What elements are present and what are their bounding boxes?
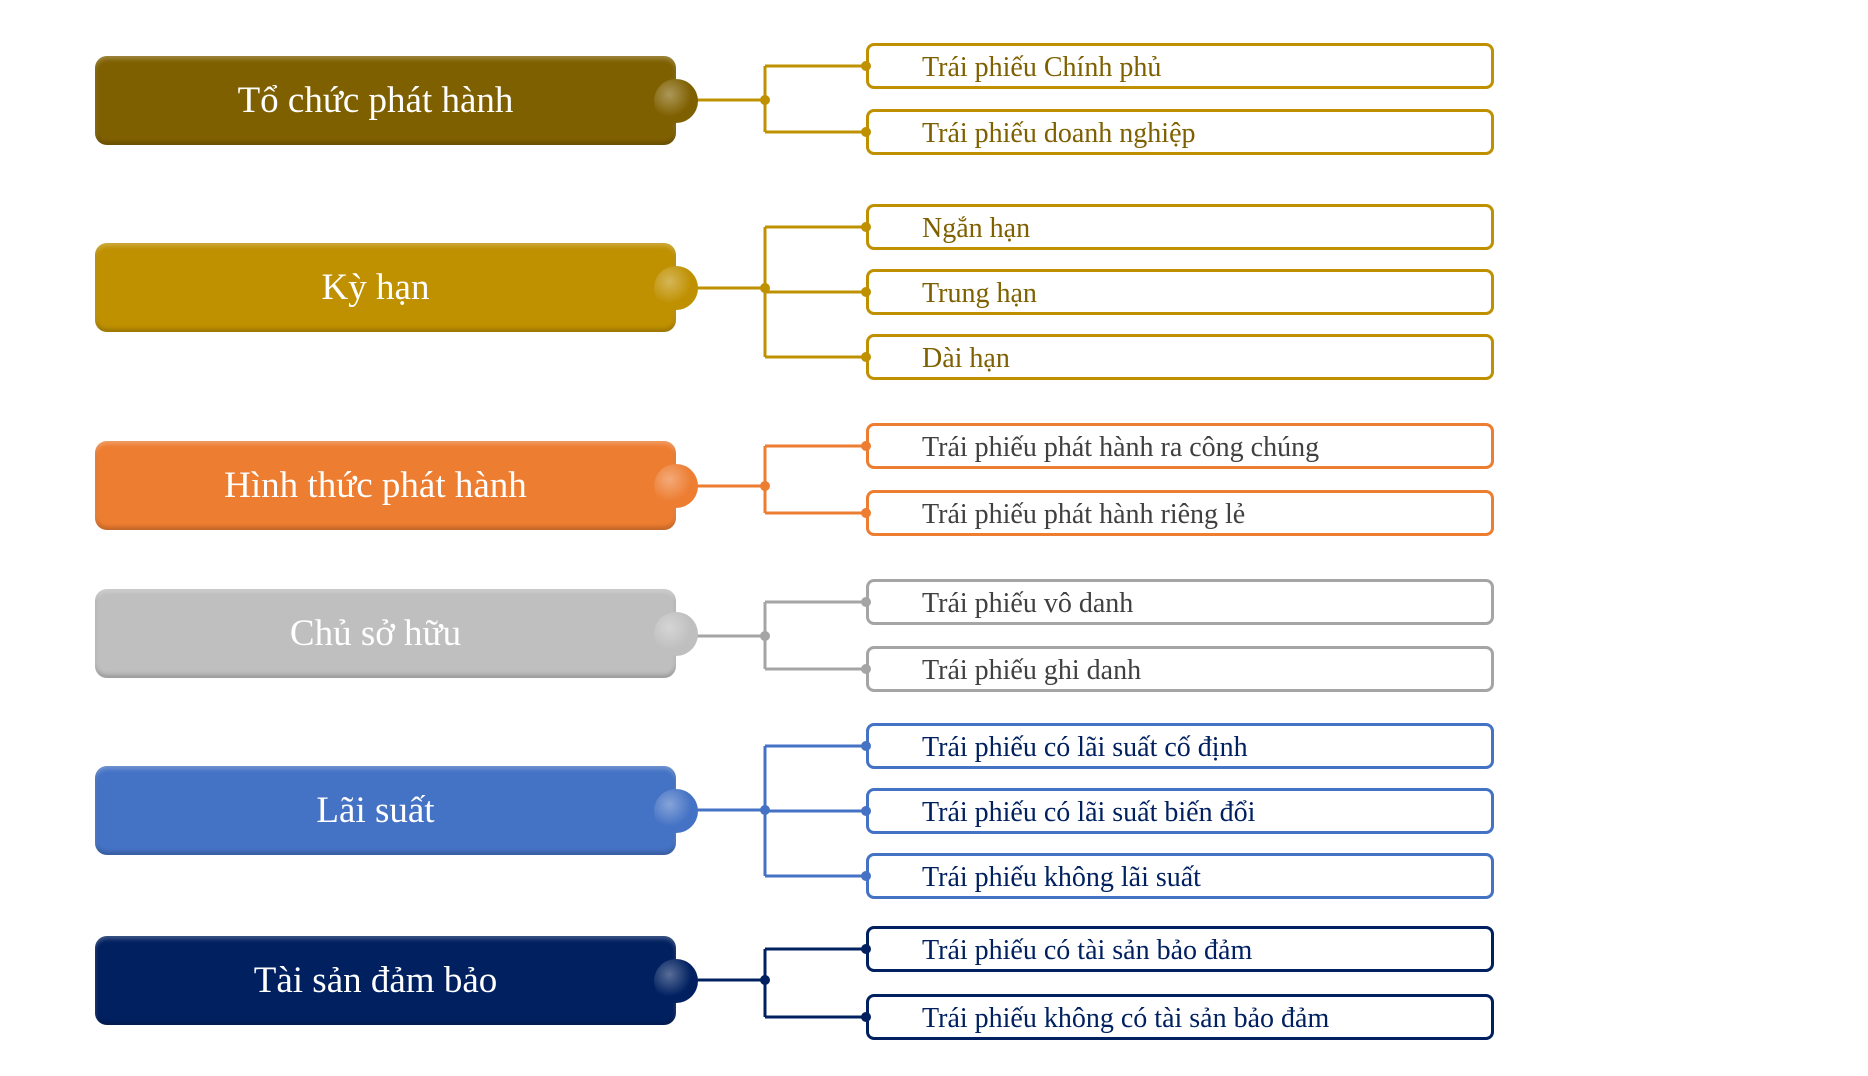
connector-knob <box>654 463 698 508</box>
leaf-dot <box>861 508 871 518</box>
subcategory-label: Trái phiếu có lãi suất cố định <box>922 732 1248 763</box>
category-label: Lãi suất <box>316 790 435 831</box>
subcategory-label: Trái phiếu có tài sản bảo đảm <box>922 935 1253 966</box>
junction-dot <box>760 975 770 985</box>
leaf-dot <box>861 127 871 137</box>
subcategory-node: Trung hạn <box>866 269 1494 315</box>
junction-dot <box>760 95 770 105</box>
leaf-dot <box>861 597 871 607</box>
leaf-dot <box>861 441 871 451</box>
leaf-dot <box>861 741 871 751</box>
leaf-dot <box>861 287 871 297</box>
connector-knob <box>654 265 698 310</box>
category-label: Hình thức phát hành <box>224 465 527 506</box>
subcategory-label: Trái phiếu vô danh <box>922 588 1134 619</box>
category-node: Lãi suất <box>95 766 698 855</box>
category-label: Chủ sở hữu <box>289 613 462 654</box>
connector-knob <box>654 78 698 123</box>
subcategory-label: Trái phiếu không lãi suất <box>922 862 1201 893</box>
subcategory-node: Trái phiếu không lãi suất <box>866 853 1494 899</box>
connector-knob <box>654 611 698 656</box>
category-label: Kỳ hạn <box>321 267 430 308</box>
category-label: Tổ chức phát hành <box>237 80 514 121</box>
junction-dot <box>760 631 770 641</box>
subcategory-label: Trái phiếu phát hành ra công chúng <box>922 432 1320 463</box>
connector-knob <box>654 788 698 833</box>
subcategory-label: Dài hạn <box>922 343 1010 374</box>
subcategory-node: Trái phiếu Chính phủ <box>866 43 1494 89</box>
subcategory-node: Trái phiếu ghi danh <box>866 646 1494 692</box>
subcategory-label: Trái phiếu không có tài sản bảo đảm <box>922 1003 1330 1034</box>
leaf-dot <box>861 806 871 816</box>
leaf-dot <box>861 664 871 674</box>
subcategory-label: Trái phiếu Chính phủ <box>922 52 1162 83</box>
leaf-dot <box>861 1012 871 1022</box>
subcategory-node: Trái phiếu phát hành ra công chúng <box>866 423 1494 469</box>
leaf-dot <box>861 352 871 362</box>
leaf-dot <box>861 871 871 881</box>
subcategory-node: Trái phiếu doanh nghiệp <box>866 109 1494 155</box>
connector-knob <box>654 958 698 1003</box>
subcategory-node: Dài hạn <box>866 334 1494 380</box>
category-node: Chủ sở hữu <box>95 589 698 678</box>
leaf-dot <box>861 222 871 232</box>
subcategory-label: Trái phiếu có lãi suất biến đổi <box>922 797 1256 828</box>
subcategory-label: Trái phiếu doanh nghiệp <box>922 118 1196 149</box>
subcategory-node: Trái phiếu không có tài sản bảo đảm <box>866 994 1494 1040</box>
subcategory-node: Ngắn hạn <box>866 204 1494 250</box>
junction-dot <box>760 481 770 491</box>
subcategory-node: Trái phiếu có lãi suất cố định <box>866 723 1494 769</box>
subcategory-label: Trái phiếu ghi danh <box>922 655 1142 686</box>
subcategory-node: Trái phiếu phát hành riêng lẻ <box>866 490 1494 536</box>
subcategory-node: Trái phiếu vô danh <box>866 579 1494 625</box>
subcategory-node: Trái phiếu có lãi suất biến đổi <box>866 788 1494 834</box>
category-label: Tài sản đảm bảo <box>253 960 498 1001</box>
category-node: Tài sản đảm bảo <box>95 936 698 1025</box>
subcategory-label: Ngắn hạn <box>922 213 1031 244</box>
subcategory-label: Trái phiếu phát hành riêng lẻ <box>922 499 1246 530</box>
category-node: Tổ chức phát hành <box>95 56 698 145</box>
leaf-dot <box>861 61 871 71</box>
subcategory-node: Trái phiếu có tài sản bảo đảm <box>866 926 1494 972</box>
subcategory-label: Trung hạn <box>922 278 1037 309</box>
leaf-dot <box>861 944 871 954</box>
category-node: Kỳ hạn <box>95 243 698 332</box>
category-node: Hình thức phát hành <box>95 441 698 530</box>
